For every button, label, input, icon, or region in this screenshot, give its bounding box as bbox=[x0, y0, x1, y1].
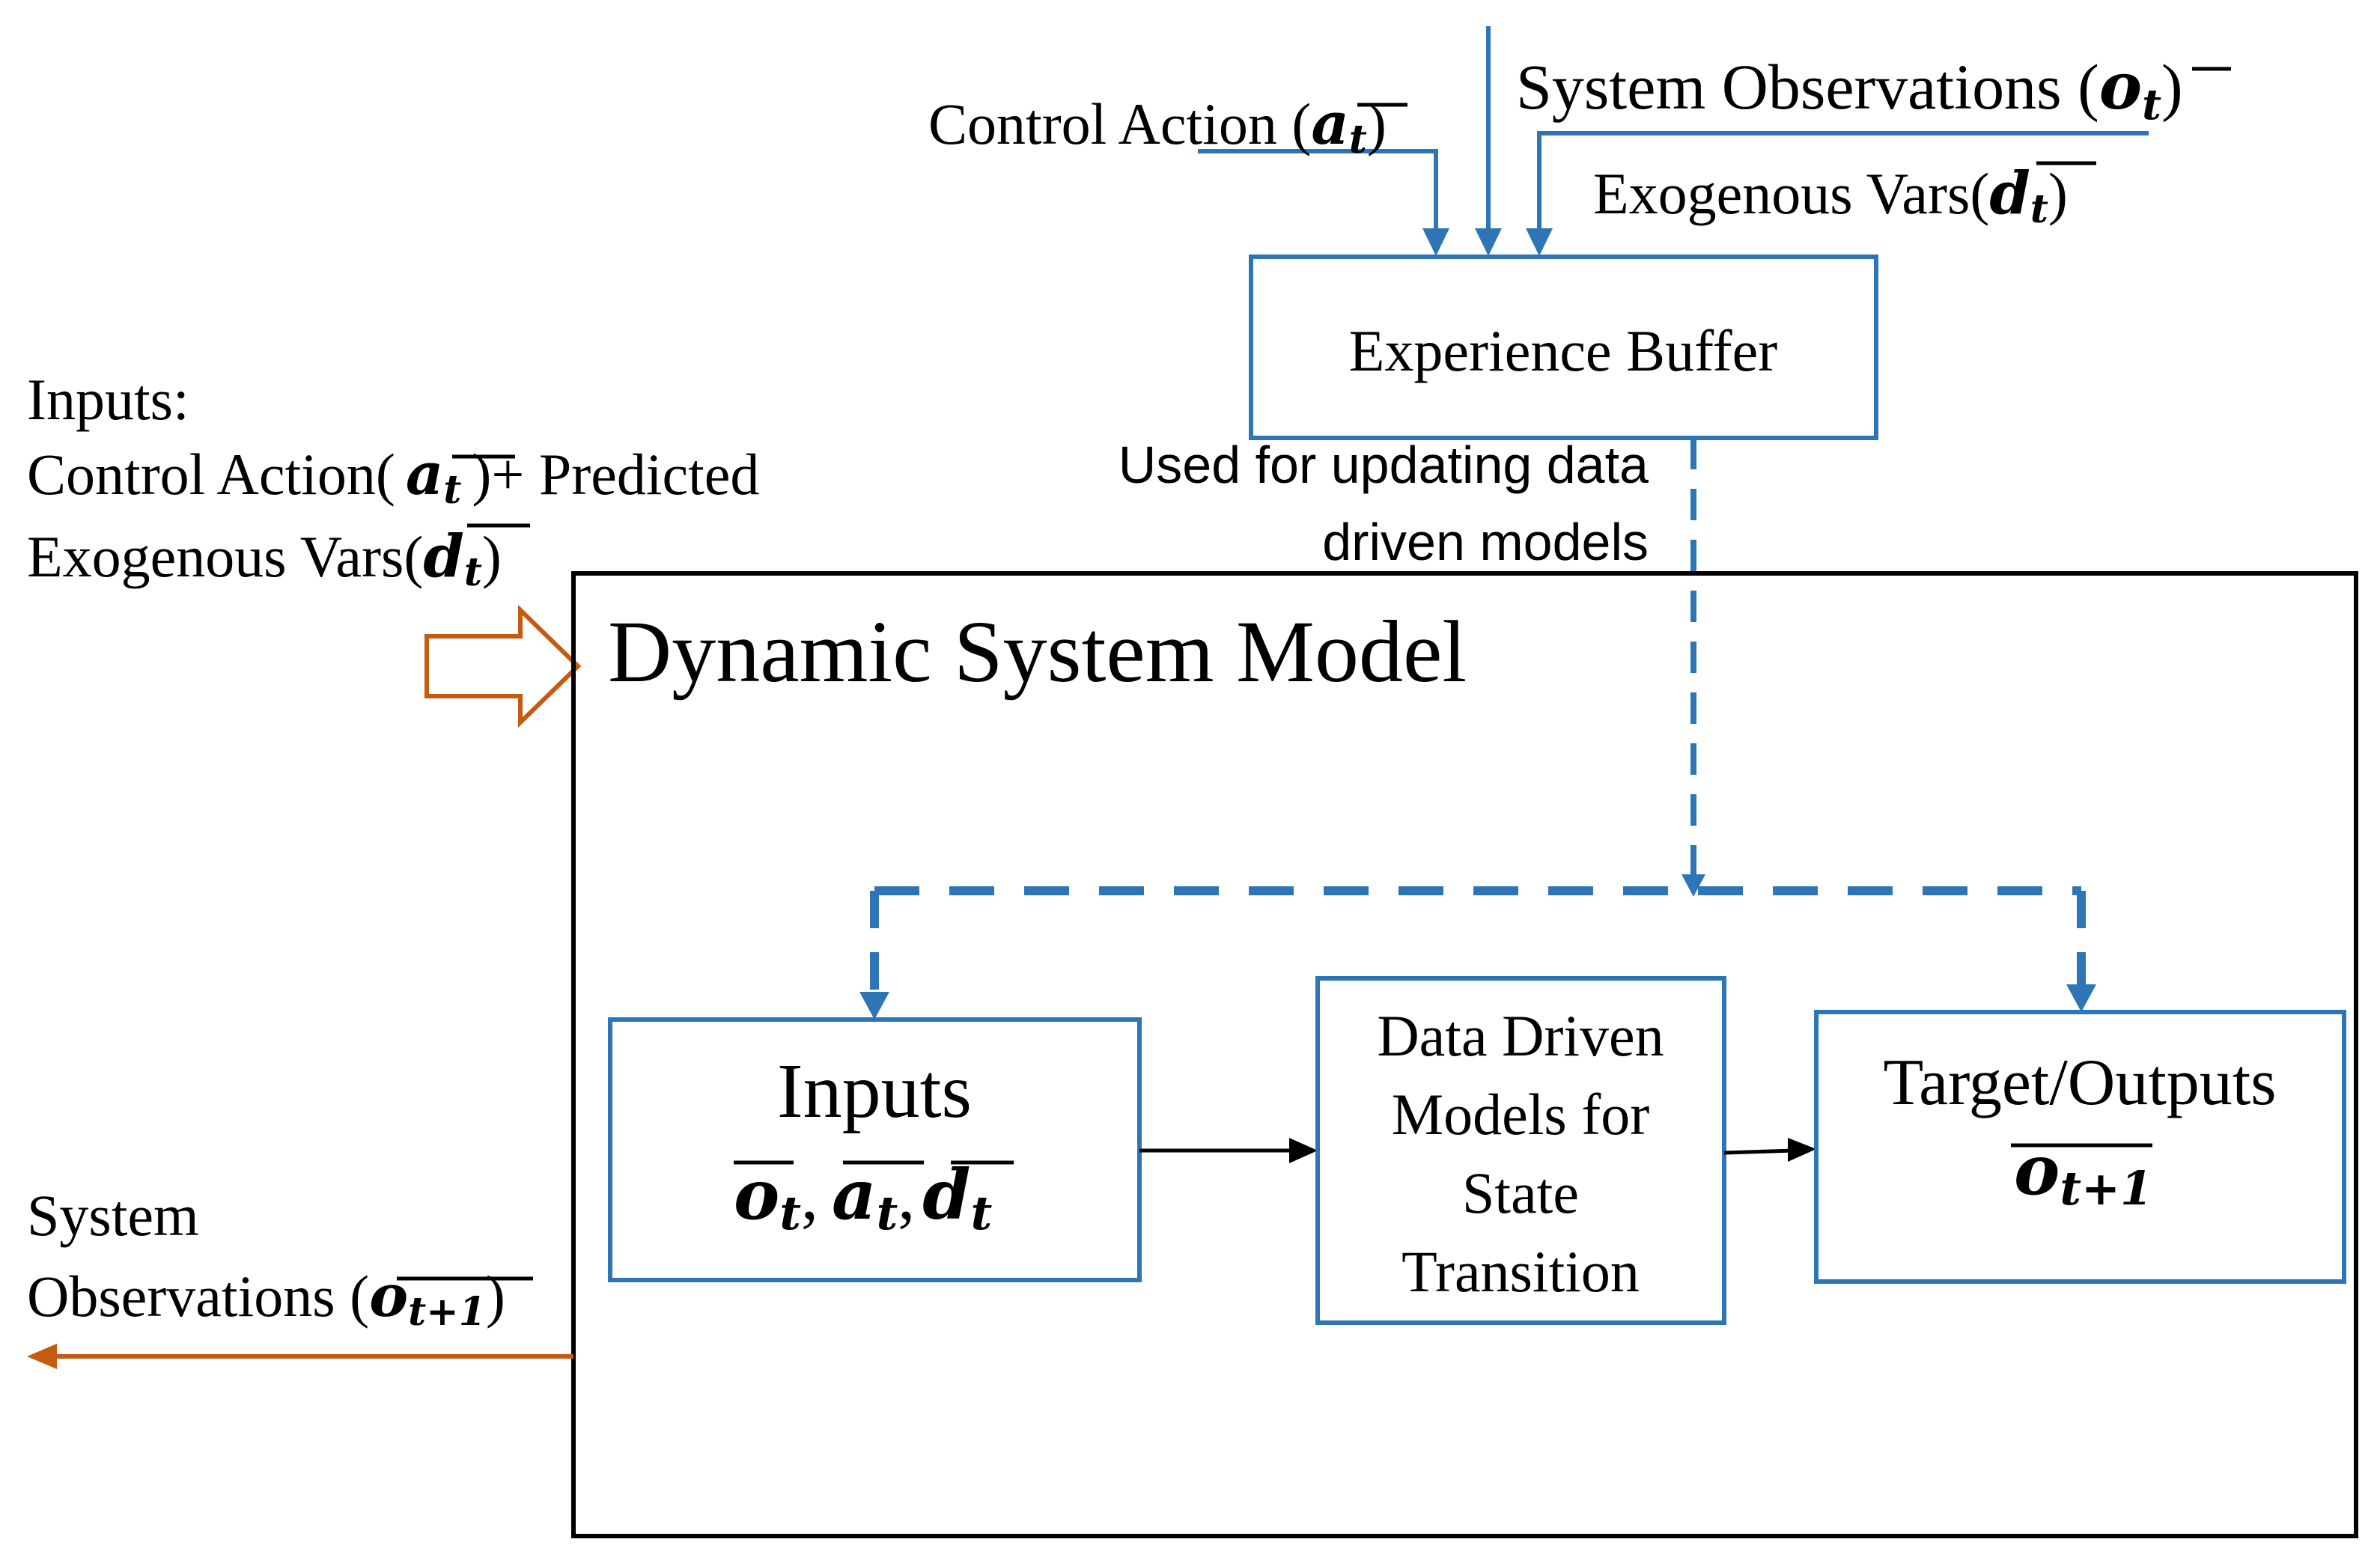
target-outputs-var: ot+1 bbox=[2014, 1130, 2152, 1216]
data-driven-models-box bbox=[1315, 976, 1726, 1325]
model-box-line2: Models for bbox=[1392, 1082, 1649, 1147]
experience-buffer-note-line2: driven models bbox=[1322, 513, 1649, 571]
exogenous-vars-label: Exogenous Vars(dt) bbox=[1593, 159, 2068, 232]
exogenous-vars-arrow bbox=[1526, 131, 2149, 256]
output-left-line2: Observations (ot+1) bbox=[27, 1262, 505, 1335]
left-inputs-line3: Exogenous Vars(dt) bbox=[27, 522, 502, 595]
output-left-line1: System bbox=[27, 1183, 199, 1248]
inputs-box-vars: ot,at,dt bbox=[734, 1154, 993, 1240]
experience-buffer-note-line1: Used for updating data bbox=[1119, 436, 1649, 494]
inputs-box-title: Inputs bbox=[777, 1048, 972, 1134]
left-inputs-line2: Control Action(at)+ Predicted bbox=[27, 440, 759, 513]
control-action-label: Control Action (at) bbox=[928, 90, 1387, 162]
system-observations-arrow bbox=[1475, 26, 1502, 256]
experience-buffer-label: Experience Buffer bbox=[1349, 318, 1777, 383]
target-outputs-title: Target/Outputs bbox=[1883, 1046, 2276, 1119]
input-block-arrow bbox=[424, 604, 582, 728]
update-dashed-arrows bbox=[859, 438, 2096, 1020]
model-box-line4: Transition bbox=[1401, 1239, 1640, 1304]
output-arrow bbox=[27, 1344, 573, 1369]
model-box-line1: Data Driven bbox=[1377, 1003, 1664, 1068]
system-observations-label: System Observations (ot) bbox=[1516, 49, 2183, 130]
model-to-target-arrow bbox=[1723, 1138, 1816, 1162]
model-box-line3: State bbox=[1462, 1160, 1579, 1225]
control-action-arrow bbox=[1198, 149, 1449, 256]
inputs-to-model-arrow bbox=[1139, 1138, 1318, 1163]
inputs-box bbox=[608, 1017, 1142, 1282]
left-inputs-line1: Inputs: bbox=[27, 367, 189, 432]
dynamic-system-model-box bbox=[571, 571, 2358, 1538]
dynamic-system-model-title: Dynamic System Model bbox=[608, 603, 1467, 701]
experience-buffer-box bbox=[1249, 255, 1878, 440]
